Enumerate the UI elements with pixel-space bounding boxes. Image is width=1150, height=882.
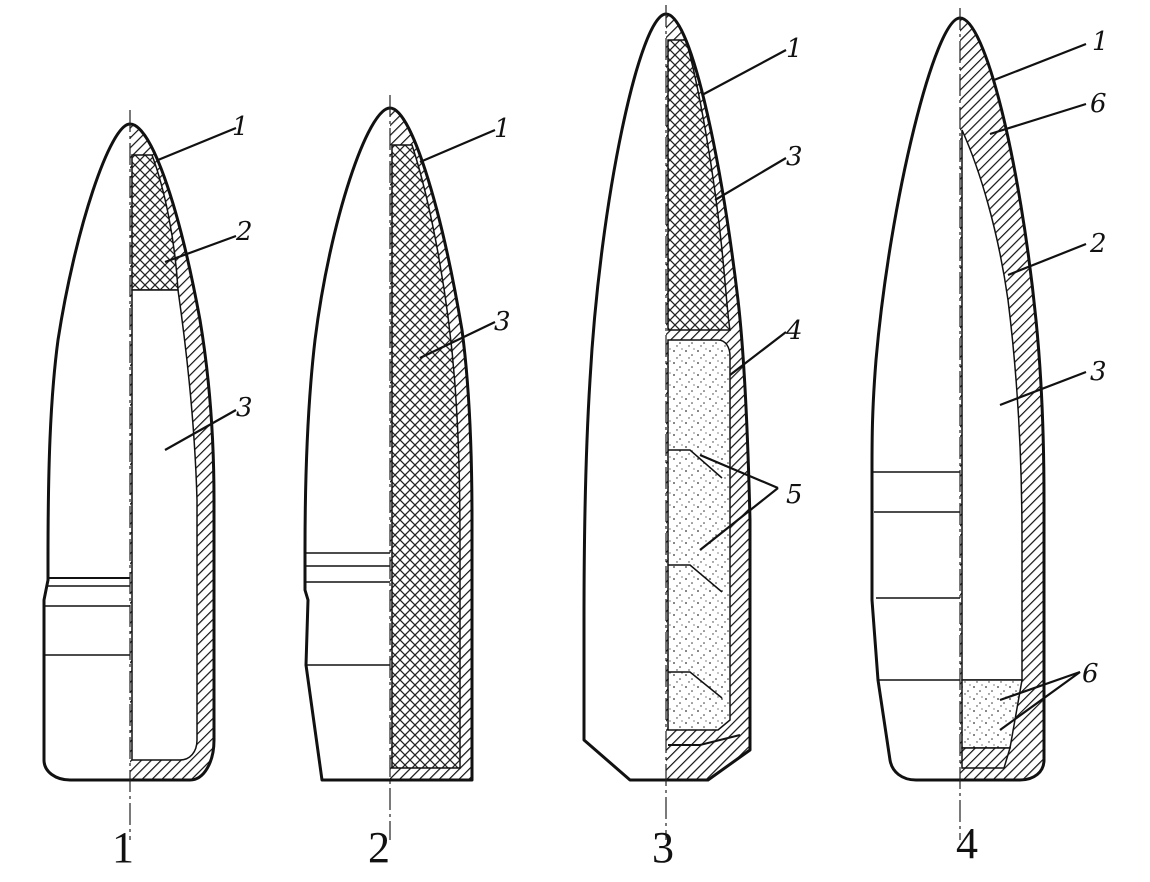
- callout-fig4-2: 2: [1089, 229, 1107, 259]
- bullet-outline-right-2: [389, 106, 474, 782]
- bullet-figure-2: 1 3 2: [303, 95, 511, 872]
- callout-fig1-1: 1: [232, 112, 249, 142]
- bullet-outline-right-1: [129, 122, 216, 782]
- bullet-figure-3: 1 3 4 5 3: [582, 5, 803, 872]
- steel-core-1: [131, 289, 198, 761]
- bullet-outline-left-4: [870, 16, 961, 782]
- callout-fig2-1: 1: [494, 114, 511, 144]
- figure-number-4: 4: [956, 819, 978, 868]
- callout-fig4-6b: 6: [1082, 659, 1099, 689]
- bullet-outline-right-4: [959, 16, 1046, 782]
- figure-number-3: 3: [652, 823, 674, 872]
- callout-fig4-3: 3: [1090, 357, 1107, 387]
- callout-fig3-1: 1: [786, 34, 803, 64]
- bullet-outline-left-3: [582, 12, 667, 782]
- callout-fig2-3: 3: [494, 307, 511, 337]
- callout-fig3-3: 3: [786, 142, 803, 172]
- callout-fig1-3: 3: [236, 393, 253, 423]
- tracer-compound-3: [667, 339, 731, 731]
- callout-fig4-6a: 6: [1090, 89, 1107, 119]
- callout-fig3-4: 4: [785, 316, 803, 346]
- callout-fig4-1: 1: [1092, 27, 1109, 57]
- lead-core-2: [391, 144, 461, 769]
- lead-filler-3: [667, 39, 731, 331]
- callout-fig1-2: 2: [235, 217, 253, 247]
- bullet-outline-right-3: [665, 12, 752, 782]
- tracer-layers-3: [668, 449, 723, 699]
- bullet-figure-4: 1 6 2 3 6 4: [870, 8, 1109, 868]
- steel-core-4: [961, 129, 1023, 681]
- bullet-outline-left-2: [303, 106, 391, 782]
- bullet-figure-1: 1 2 3 1: [42, 110, 253, 872]
- figure-number-2: 2: [368, 823, 390, 872]
- callout-fig3-5: 5: [786, 480, 803, 510]
- bullet-outline-left-1: [42, 122, 131, 782]
- figure-number-1: 1: [112, 823, 134, 872]
